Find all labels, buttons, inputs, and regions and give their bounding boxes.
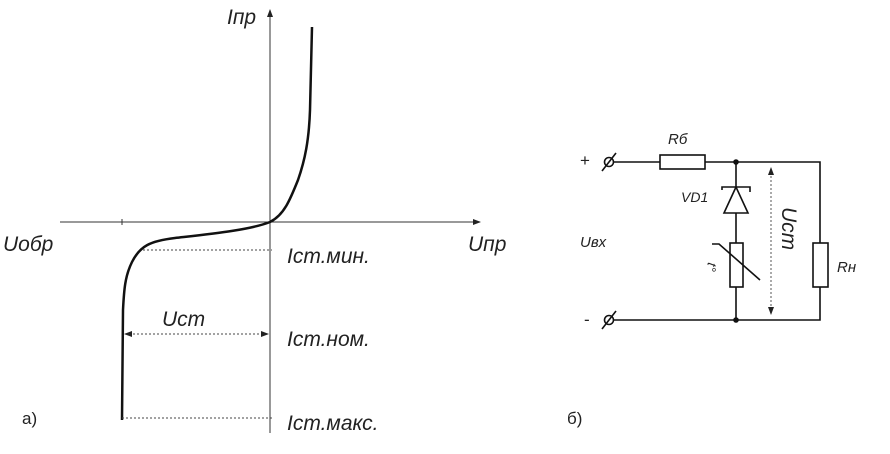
thermistor-label: t°: [704, 261, 720, 272]
output-voltage-label: Uст: [777, 207, 800, 250]
terminal-plus: [603, 156, 615, 168]
plus-label: +: [580, 151, 590, 170]
x-axis-pos-label: Uпр: [468, 233, 506, 256]
minus-label: -: [584, 310, 590, 329]
ballast-label: Rб: [668, 131, 688, 148]
load-resistor: [812, 242, 829, 288]
diode-label: VD1: [681, 189, 708, 205]
u-st-label: Uст: [162, 308, 205, 331]
thermistor: [729, 242, 744, 288]
i-nom-label: Iст.ном.: [287, 328, 370, 351]
x-axis-neg-label: Uобр: [3, 233, 53, 256]
iv-curve: [120, 26, 314, 421]
panel-b-label: б): [567, 409, 582, 428]
load-label: Rн: [837, 259, 856, 276]
stabilizer-circuit: + - Rб VD1 t° Rн Uст Uвх б): [567, 131, 856, 428]
y-axis-label: Iпр: [227, 6, 256, 29]
terminal-minus: [603, 314, 615, 326]
ballast-resistor: [659, 154, 706, 170]
panel-a-label: а): [22, 409, 37, 428]
iv-graph: Iпр Uобр Uпр Iст.мин. Uст Iст.ном. Iст.м…: [3, 6, 506, 435]
input-voltage-label: Uвх: [580, 234, 607, 251]
top-wire: [614, 161, 821, 321]
zener-diode: [721, 185, 751, 214]
i-min-label: Iст.мин.: [287, 245, 370, 268]
i-max-label: Iст.макс.: [287, 412, 379, 435]
thermistor-slash: [712, 243, 761, 281]
